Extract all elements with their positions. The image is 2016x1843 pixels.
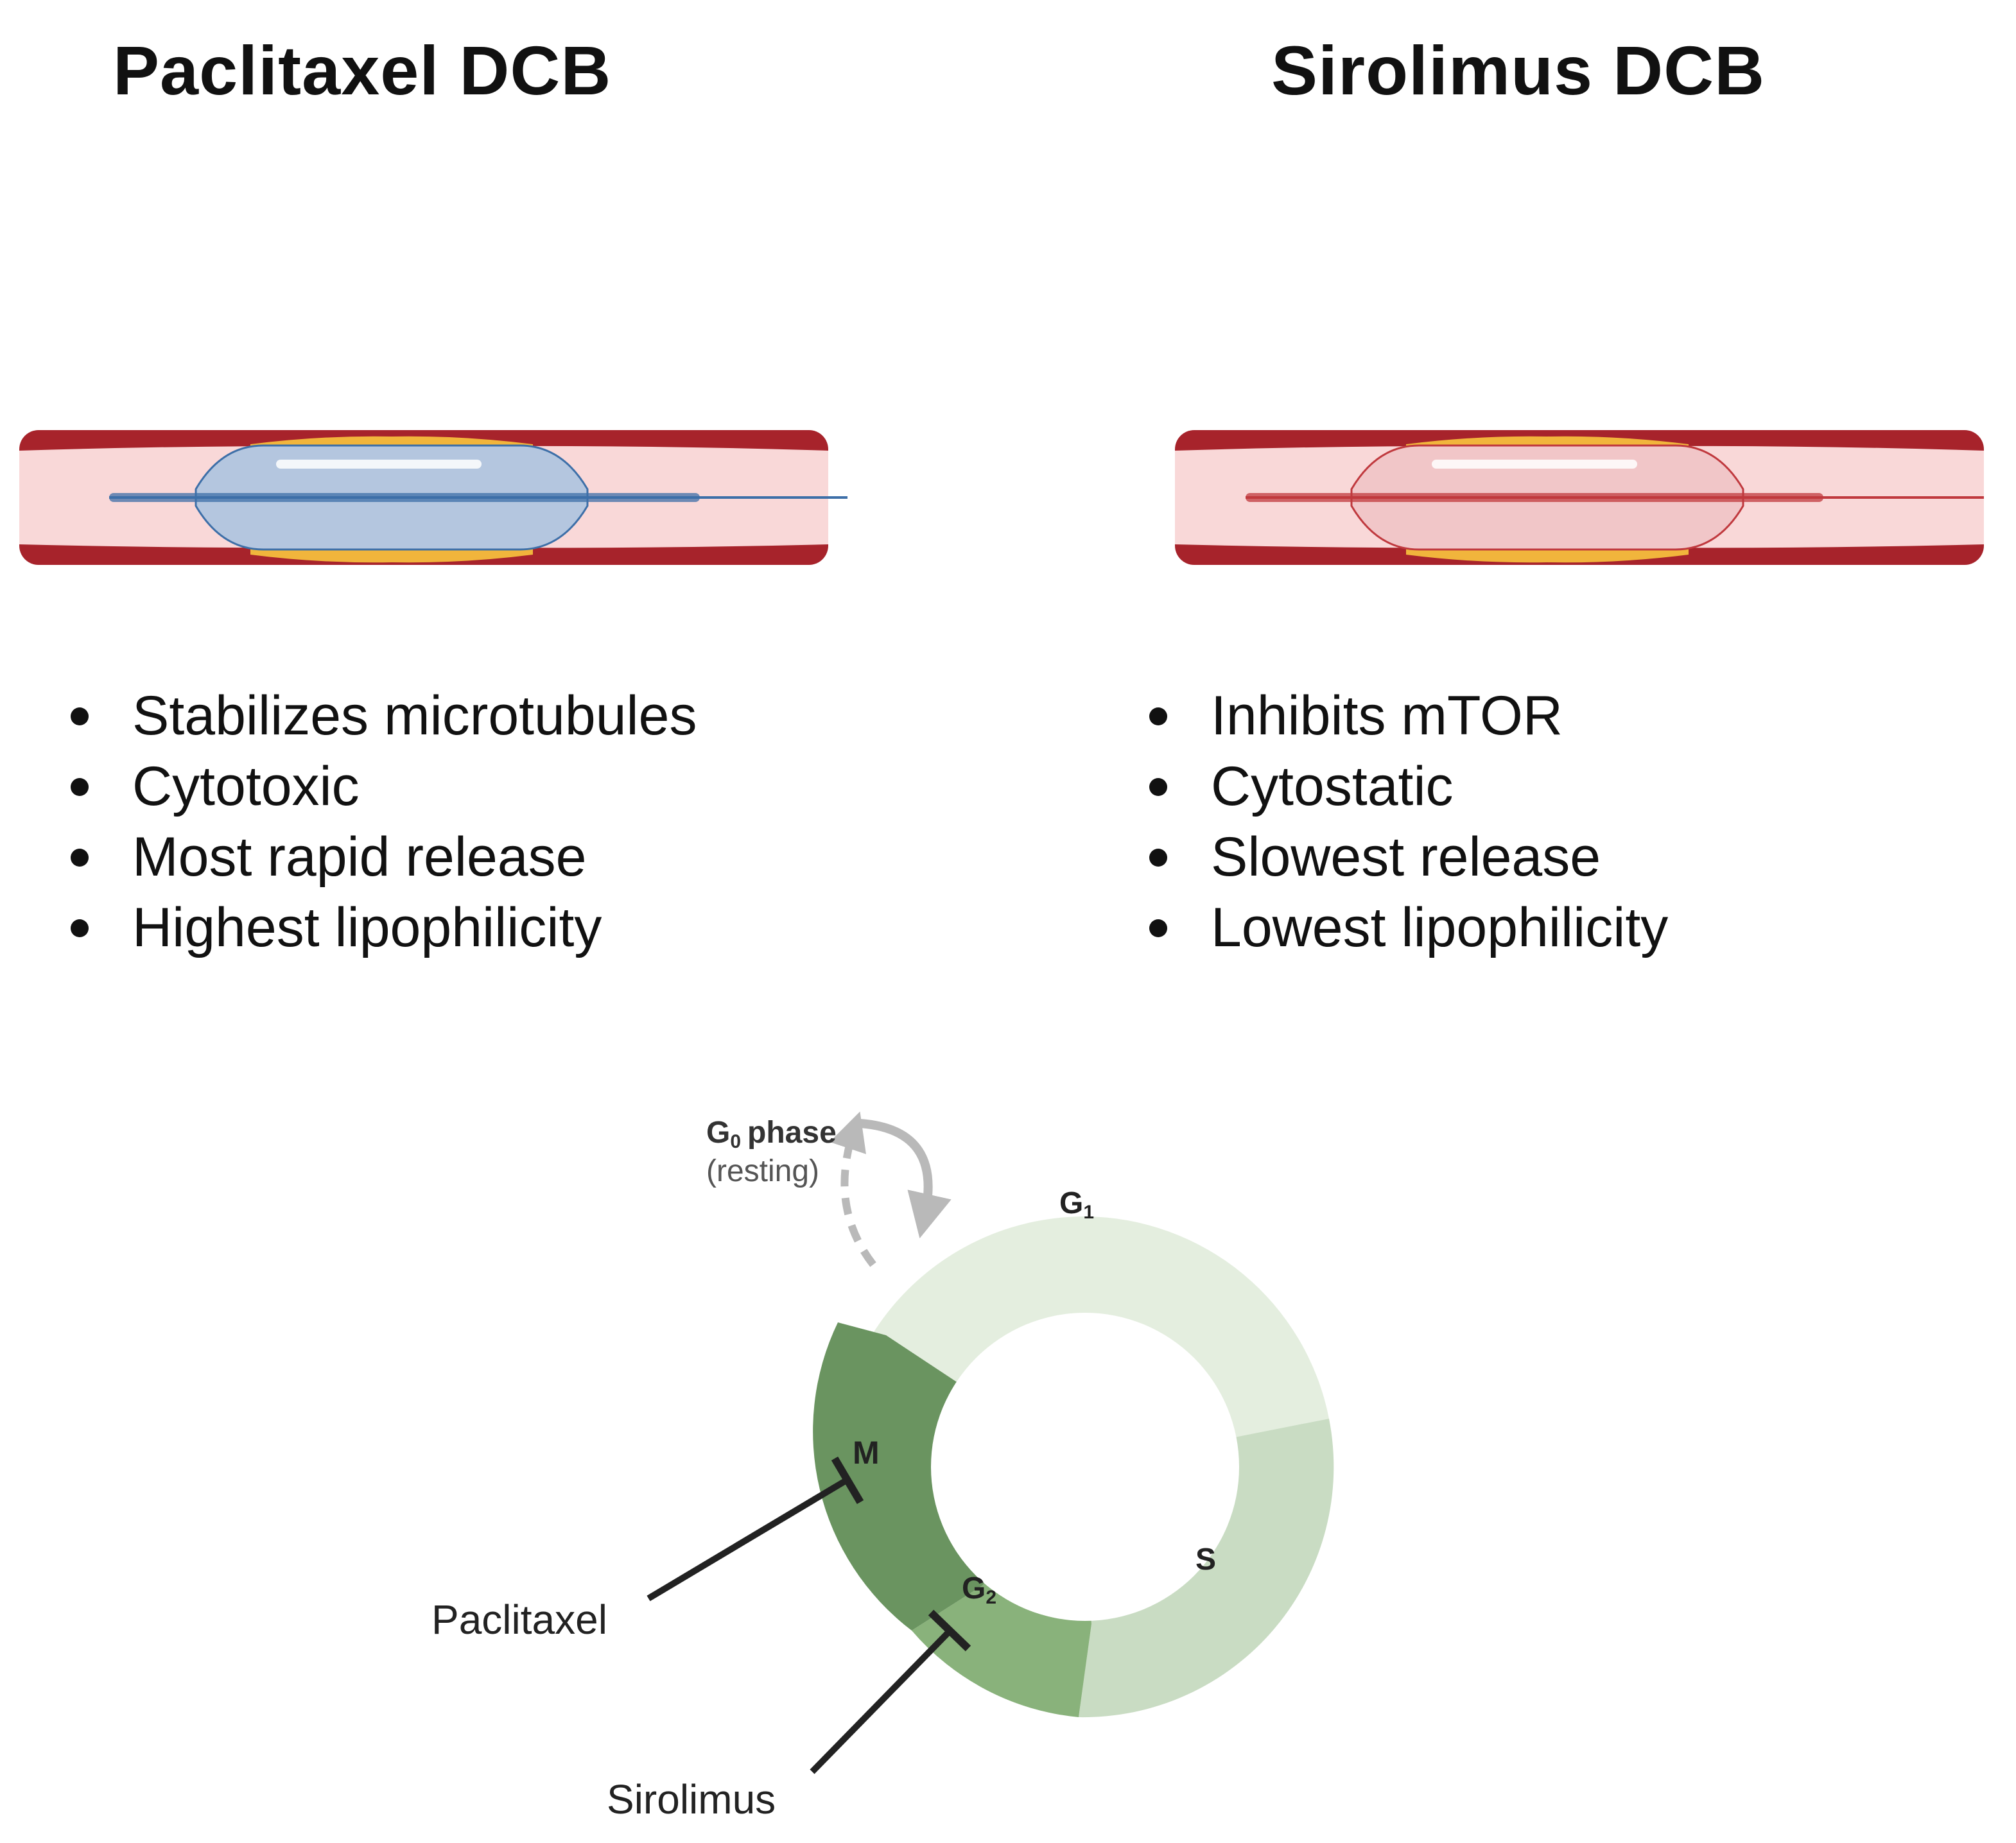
cell-cycle-phase-m-segment [813,1322,1085,1631]
paclitaxel-label: Paclitaxel [431,1596,607,1643]
sirolimus-inhibition-bar [928,1609,971,1652]
title-sirolimus-dcb: Sirolimus DCB [1271,31,1766,109]
g0-return-arrow-icon [860,1119,952,1239]
cell-cycle-phase-s-segment [1079,1419,1334,1718]
sirolimus-properties-list: Inhibits mTOR Cytostatic Slowest release… [1149,680,1668,963]
g0-exit-dashed-arrow [830,1111,876,1267]
list-item: Stabilizes microtubules [71,680,697,751]
catheter-shaft [109,493,700,502]
phase-label-s: S [1195,1543,1216,1577]
list-item: Most rapid release [71,822,697,892]
balloon-highlight [1432,460,1637,469]
list-item: Slowest release [1149,822,1668,892]
phase-label-g1: G1 [1059,1186,1094,1223]
paclitaxel-balloon-vessel-illustration [19,430,847,565]
title-paclitaxel-dcb: Paclitaxel DCB [113,31,612,109]
sirolimus-inhibition-line [810,1628,953,1774]
list-item: Highest lipophilicity [71,892,697,963]
catheter-shaft [1246,493,1823,502]
list-item: Lowest lipophilicity [1149,892,1668,963]
paclitaxel-inhibition-line [647,1476,849,1602]
list-item: Cytotoxic [71,751,697,822]
list-item: Inhibits mTOR [1149,680,1668,751]
balloon-highlight [276,460,482,469]
paclitaxel-properties-list: Stabilizes microtubules Cytotoxic Most r… [71,680,697,963]
list-item: Cytostatic [1149,751,1668,822]
phase-label-g2: G2 [962,1571,996,1608]
paclitaxel-inhibition-bar [831,1456,864,1505]
sirolimus-label: Sirolimus [607,1776,776,1822]
cell-cycle-phase-g1-segment [1085,1216,1329,1467]
sirolimus-balloon-vessel-illustration [1175,430,1984,565]
g0-resting-label: (resting) [706,1154,819,1188]
cell-cycle-phase-g2-segment [912,1467,1091,1717]
phase-label-m: M [853,1435,880,1471]
